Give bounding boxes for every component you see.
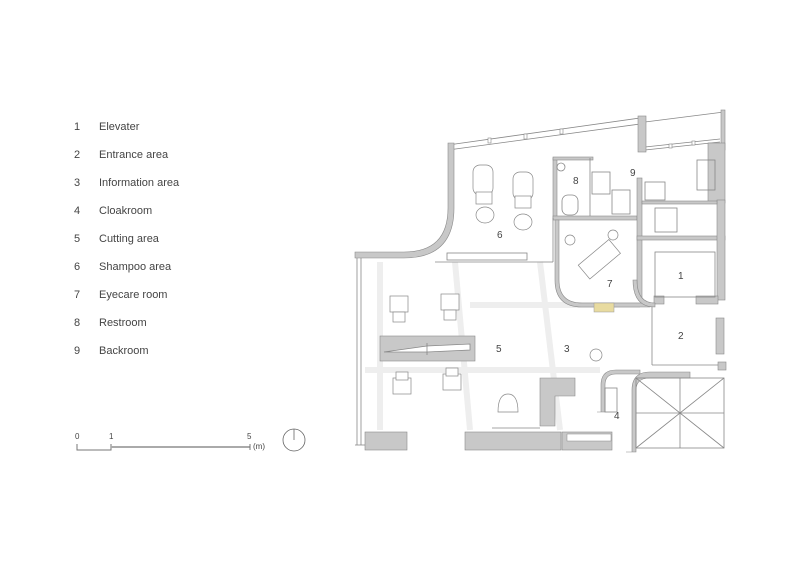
legend-label: Information area [99,177,180,189]
top-glazing [447,111,725,151]
legend-number: 5 [74,233,81,245]
legend-number: 4 [74,205,81,217]
legend-number: 2 [74,149,81,161]
legend-label: Shampoo area [99,261,172,273]
legend-number: 3 [74,177,81,189]
legend-label: Backroom [99,345,149,357]
scale-bar: 0 1 5 (m) [72,428,312,458]
room-label-information: 3 [564,344,570,355]
legend-label: Elevater [99,121,140,133]
scale-tick-0: 0 [75,432,80,441]
room-label-entrance: 2 [678,331,684,342]
legend-label: Entrance area [99,149,169,161]
legend-number: 8 [74,317,81,329]
room-label-eyecare: 7 [607,279,613,290]
scale-bar-lines [76,444,251,451]
scale-unit: (m) [253,442,265,451]
room-labels: 1 2 3 4 5 6 7 8 9 [496,168,684,422]
scale-tick-1: 1 [109,432,114,441]
legend-label: Restroom [99,317,147,329]
scale-tick-5: 5 [247,432,252,441]
room-label-elevator: 1 [678,271,684,282]
room-label-shampoo: 6 [497,230,503,241]
room-label-cloakroom: 4 [614,411,620,422]
legend-number: 1 [74,121,81,133]
mullions [487,128,696,149]
legend-label: Cloakroom [99,205,153,217]
door-panel [593,302,615,313]
north-arrow-icon [282,428,306,452]
room-label-cutting: 5 [496,344,502,355]
legend-number: 6 [74,261,81,273]
room-label-restroom: 8 [573,176,579,187]
chairs [389,164,621,413]
legend-number: 9 [74,345,81,357]
legend-label: Cutting area [99,233,159,245]
legend-number: 7 [74,289,81,301]
room-label-backroom: 9 [630,168,636,179]
outline-lines [355,158,725,449]
legend-label: Eyecare room [99,289,168,301]
